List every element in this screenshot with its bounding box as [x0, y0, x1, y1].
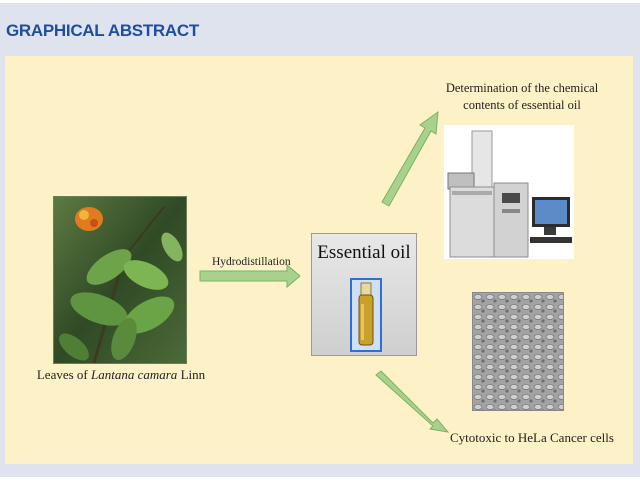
arrow-to-cytotoxicity — [375, 370, 450, 433]
arrow-to-chemical-analysis — [381, 110, 439, 207]
essential-oil-box: Essential oil — [311, 233, 417, 356]
chemical-analysis-caption-line2: contents of essential oil — [463, 98, 581, 112]
hydrodistillation-label: Hydrodistillation — [212, 256, 291, 268]
hela-cells-micrograph — [472, 292, 564, 411]
chemical-analysis-caption-line1: Determination of the chemical — [445, 81, 599, 95]
leaves-caption: Leaves of Lantana camara Linn — [36, 367, 206, 382]
essential-oil-label: Essential oil — [317, 242, 411, 263]
lantana-leaves-photo — [53, 196, 187, 364]
cytotoxic-caption: Cytotoxic to HeLa Cancer cells — [450, 430, 614, 445]
essential-oil-vial-icon — [350, 278, 382, 352]
gc-ms-instrument-image — [444, 125, 574, 259]
hydrodistillation-arrow — [199, 263, 301, 289]
chemical-analysis-caption: Determination of the chemical contents o… — [434, 80, 610, 114]
abstract-heading: GRAPHICAL ABSTRACT — [6, 21, 199, 40]
